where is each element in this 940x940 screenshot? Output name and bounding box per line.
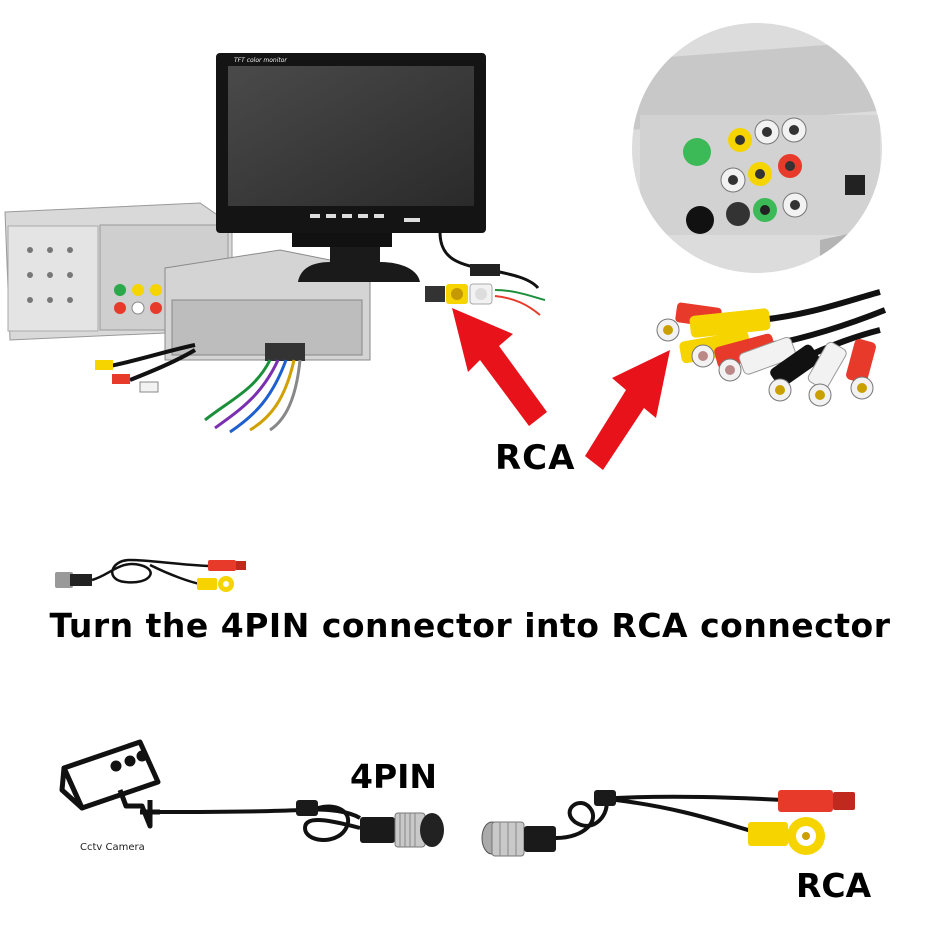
rca-label-top: RCA [495, 438, 576, 478]
cctv-camera-icon [59, 739, 161, 829]
headline: Turn the 4PIN connector into RCA connect… [49, 606, 891, 645]
rca-plugs-illustration [656, 289, 887, 407]
rca-label-bottom: RCA [796, 866, 872, 905]
arrow-icon [452, 308, 670, 470]
rca-jacks-closeup [632, 23, 882, 273]
car-stereo-illustration [4, 202, 371, 434]
4pin-to-rca-adapter [481, 790, 855, 857]
camera-4pin-cable [157, 800, 444, 848]
adapter-cable-illustration [55, 558, 246, 592]
monitor-illustration [216, 53, 546, 316]
monitor-brand-label: TFT color monitor [234, 57, 287, 64]
4pin-label: 4PIN [350, 757, 438, 796]
camera-caption: Cctv Camera [80, 842, 145, 853]
